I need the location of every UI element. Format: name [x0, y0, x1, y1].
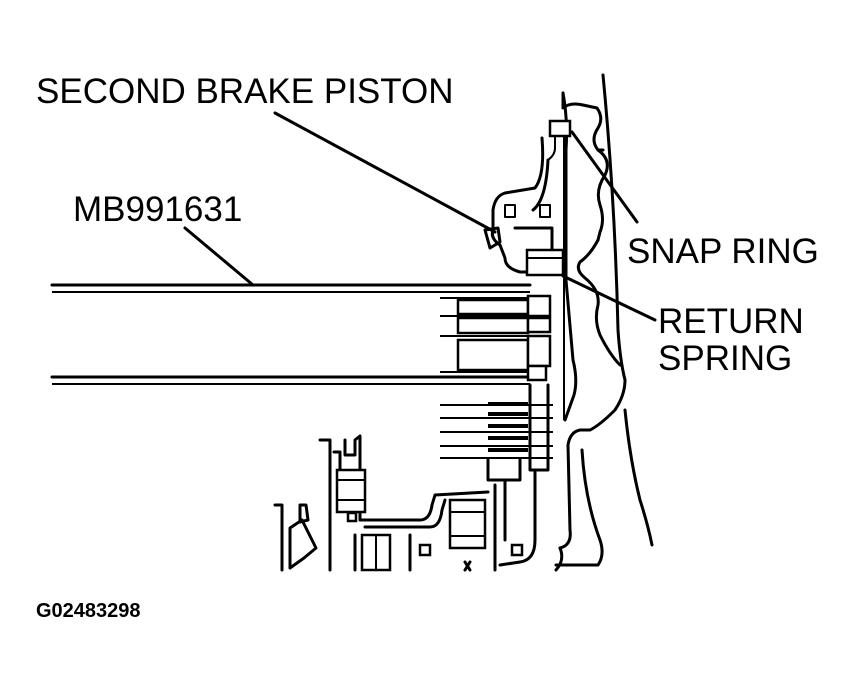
label-second-brake-piston: SECOND BRAKE PISTON	[36, 72, 454, 111]
leader-snap-ring	[570, 130, 639, 224]
brake-plates-upper	[440, 294, 552, 382]
case-housing	[554, 73, 654, 572]
lower-hub-assembly	[273, 434, 537, 572]
return-spring-part	[525, 248, 565, 277]
leader-lines	[183, 111, 657, 322]
label-return-spring-line1: RETURN	[658, 302, 804, 341]
leader-tool	[183, 226, 255, 287]
label-snap-ring: SNAP RING	[627, 232, 819, 271]
figure-id: G02483298	[36, 600, 141, 622]
label-tool-mb991631: MB991631	[73, 190, 242, 229]
special-tool-bar	[50, 283, 532, 385]
brake-plates-lower	[440, 383, 553, 472]
leader-second-brake-piston	[273, 111, 497, 234]
leader-return-spring	[561, 274, 657, 322]
label-return-spring-line2: SPRING	[658, 339, 792, 378]
